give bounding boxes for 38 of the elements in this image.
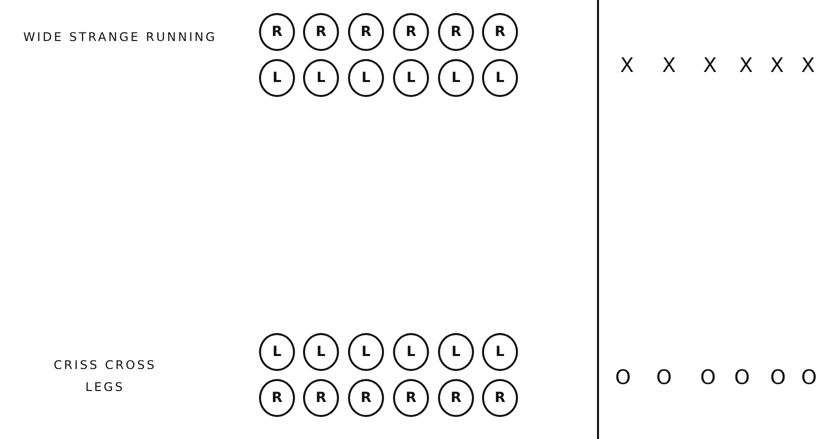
defender-mark: X (769, 54, 785, 76)
offense-mark: O (800, 366, 818, 388)
offense-mark: O (733, 366, 751, 388)
player-circle: L (482, 333, 518, 371)
offense-mark: O (614, 366, 632, 388)
offense-mark: O (769, 366, 787, 388)
player-circle: L (393, 333, 429, 371)
player-circle: L (259, 59, 295, 97)
defender-mark: X (800, 54, 816, 76)
player-circle: L (482, 59, 518, 97)
player-circle: R (438, 13, 474, 51)
offense-mark: O (699, 366, 717, 388)
player-circle: R (438, 379, 474, 417)
defender-mark: X (702, 54, 718, 76)
player-circle: R (348, 13, 384, 51)
player-circle: R (303, 13, 339, 51)
defender-mark: X (619, 54, 635, 76)
player-circle: R (303, 379, 339, 417)
player-circle: R (348, 379, 384, 417)
player-circle: L (438, 59, 474, 97)
player-circle: L (259, 333, 295, 371)
play-label: WIDE STRANGE RUNNING (22, 29, 218, 46)
player-circle: L (303, 333, 339, 371)
player-circle: R (482, 13, 518, 51)
player-circle: R (259, 379, 295, 417)
defender-mark: X (738, 54, 754, 76)
player-circle: L (438, 333, 474, 371)
player-circle: R (393, 13, 429, 51)
player-circle: L (348, 59, 384, 97)
player-circle: R (259, 13, 295, 51)
defender-mark: X (661, 54, 677, 76)
play-label: CRISS CROSS LEGS (52, 357, 158, 396)
player-circle: L (303, 59, 339, 97)
player-circle: L (393, 59, 429, 97)
player-circle: R (393, 379, 429, 417)
player-circle: R (482, 379, 518, 417)
player-circle: L (348, 333, 384, 371)
offense-mark: O (655, 366, 673, 388)
